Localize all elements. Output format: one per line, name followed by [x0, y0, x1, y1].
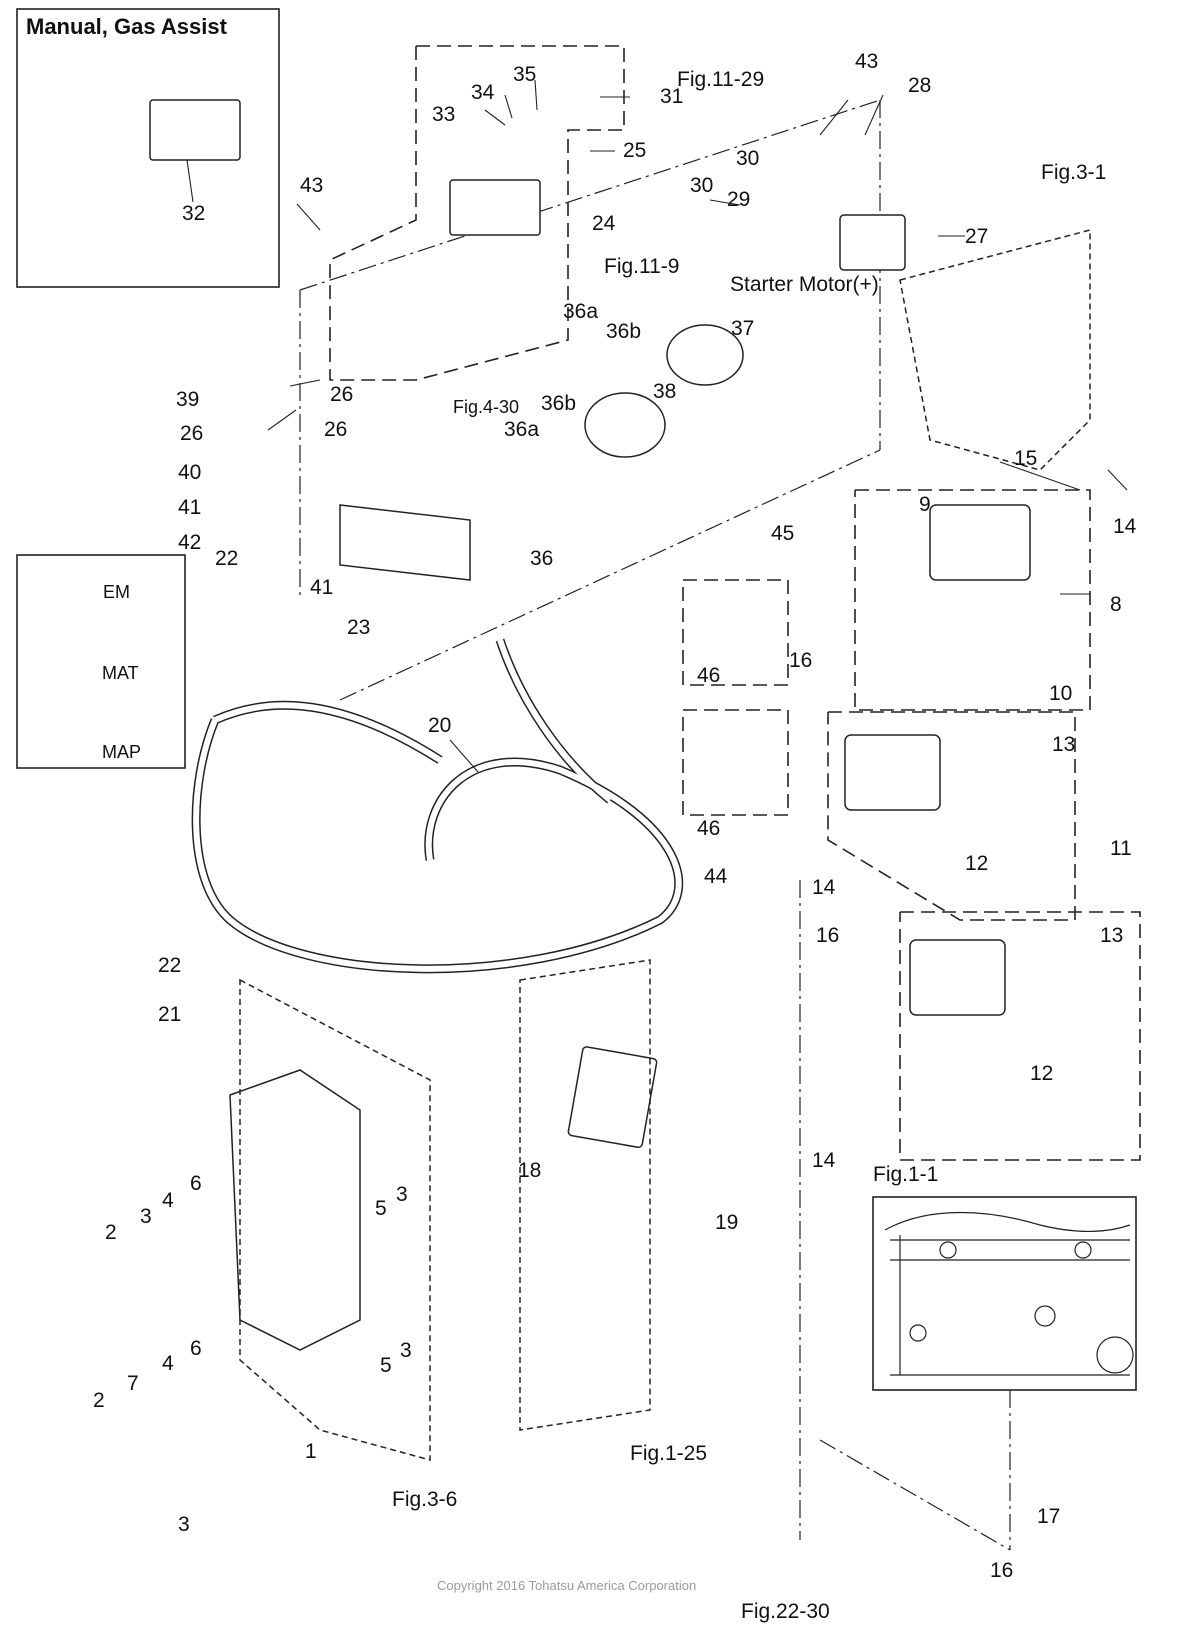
fig-1-1-detail — [884, 1211, 1134, 1376]
callout-3: 3 — [178, 1513, 190, 1536]
guide-lines — [299, 99, 1011, 1551]
inset-frame-sensor-legend — [16, 554, 186, 769]
leader-lines — [186, 79, 1128, 773]
callout-9: 9 — [919, 493, 931, 516]
callout-5: 5 — [380, 1354, 392, 1377]
fig-ref-3-6: Fig.3-6 — [392, 1488, 458, 1511]
callout-3: 3 — [140, 1205, 152, 1228]
callout-14: 14 — [812, 1149, 836, 1172]
legend-label-map: MAP — [102, 742, 142, 762]
legend-label-em: EM — [103, 582, 130, 602]
callout-13: 13 — [1052, 733, 1076, 756]
callout-35: 35 — [513, 63, 537, 86]
callout-19: 19 — [715, 1211, 739, 1234]
callout-45: 45 — [771, 522, 795, 545]
callout-32: 32 — [182, 202, 206, 225]
callout-30: 30 — [736, 147, 760, 170]
fig-ref-starter-motor: Starter Motor(+) — [730, 273, 879, 296]
callout-14: 14 — [1113, 515, 1137, 538]
dashed-group-boxes — [329, 45, 1141, 1161]
callout-31: 31 — [660, 85, 684, 108]
callout-26: 26 — [324, 418, 348, 441]
callout-26: 26 — [330, 383, 354, 406]
callout-18: 18 — [518, 1159, 542, 1182]
callout-12: 12 — [965, 852, 989, 875]
callout-24: 24 — [592, 212, 616, 235]
callout-43: 43 — [855, 50, 879, 73]
callout-33: 33 — [432, 103, 456, 126]
callout-3: 3 — [400, 1339, 412, 1362]
callout-36a: 36a — [563, 300, 599, 323]
callout-13: 13 — [1100, 924, 1124, 947]
callout-22: 22 — [158, 954, 182, 977]
inset-title: Manual, Gas Assist — [26, 14, 227, 39]
callout-44: 44 — [704, 865, 728, 888]
callout-41: 41 — [310, 576, 334, 599]
callout-23: 23 — [347, 616, 371, 639]
callout-29: 29 — [727, 188, 751, 211]
callout-2: 2 — [105, 1221, 117, 1244]
callout-40: 40 — [178, 461, 202, 484]
callout-8: 8 — [1110, 593, 1122, 616]
callout-26: 26 — [180, 422, 204, 445]
fig-ref-3-1: Fig.3-1 — [1041, 161, 1107, 184]
callout-2: 2 — [93, 1389, 105, 1412]
callout-38: 38 — [653, 380, 677, 403]
callout-27: 27 — [965, 225, 989, 248]
callout-15: 15 — [1014, 447, 1038, 470]
callout-20: 20 — [428, 714, 452, 737]
legend-label-mat: MAT — [102, 663, 139, 683]
callout-16: 16 — [816, 924, 840, 947]
callout-6: 6 — [190, 1337, 202, 1360]
callout-28: 28 — [908, 74, 932, 97]
fig-ref-11-9: Fig.11-9 — [604, 255, 680, 278]
callout-36a: 36a — [504, 418, 540, 441]
callout-10: 10 — [1049, 682, 1073, 705]
callout-37: 37 — [731, 317, 755, 340]
inset-frame-gas-assist — [16, 8, 280, 288]
callout-17: 17 — [1037, 1505, 1061, 1528]
callout-36b: 36b — [541, 392, 577, 415]
callout-7: 7 — [127, 1372, 139, 1395]
callout-3: 3 — [396, 1183, 408, 1206]
callout-25: 25 — [623, 139, 647, 162]
callout-1: 1 — [305, 1440, 317, 1463]
callout-39: 39 — [176, 388, 200, 411]
callout-11: 11 — [1110, 837, 1132, 860]
callout-22: 22 — [215, 547, 239, 570]
callout-36: 36 — [530, 547, 554, 570]
copyright-notice: Copyright 2016 Tohatsu America Corporati… — [437, 1578, 697, 1593]
callout-16: 16 — [990, 1559, 1014, 1582]
callout-4: 4 — [162, 1352, 174, 1375]
callout-34: 34 — [471, 81, 495, 104]
component-shapes — [149, 99, 1091, 1461]
callout-16: 16 — [789, 649, 813, 672]
callout-30: 30 — [690, 174, 714, 197]
fig-ref-1-1: Fig.1-1 — [873, 1163, 939, 1186]
callout-21: 21 — [158, 1003, 182, 1026]
callout-46: 46 — [697, 664, 721, 687]
callout-43: 43 — [300, 174, 324, 197]
callout-5: 5 — [375, 1197, 387, 1220]
callout-4: 4 — [162, 1189, 174, 1212]
callout-42: 42 — [178, 531, 202, 554]
fig-ref-1-25: Fig.1-25 — [630, 1442, 708, 1465]
callout-36b: 36b — [606, 320, 642, 343]
callout-46: 46 — [697, 817, 721, 840]
fig-ref-11-29: Fig.11-29 — [677, 68, 765, 91]
callout-12: 12 — [1030, 1062, 1054, 1085]
callout-14: 14 — [812, 876, 836, 899]
fig-ref-4-30: Fig.4-30 — [453, 397, 520, 417]
callout-6: 6 — [190, 1172, 202, 1195]
fig-ref-22-30: Fig.22-30 — [741, 1600, 830, 1623]
inset-frame-fig-1-1 — [872, 1196, 1137, 1391]
callout-41: 41 — [178, 496, 202, 519]
